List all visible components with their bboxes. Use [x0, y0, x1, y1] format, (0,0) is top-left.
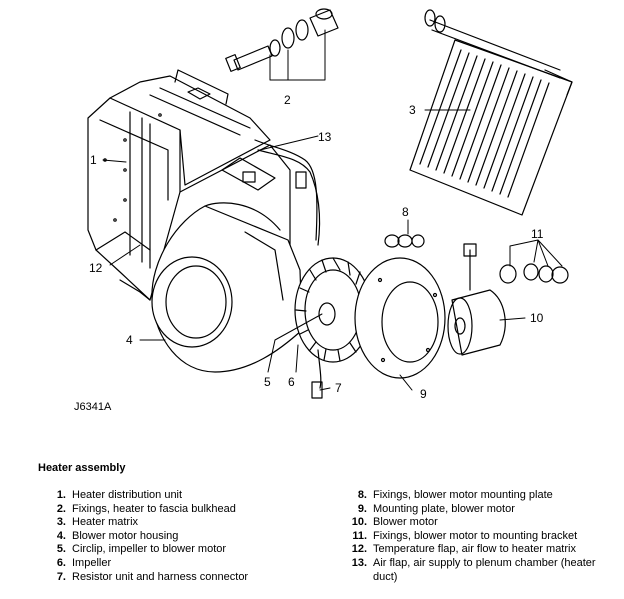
legend-item: 4. Blower motor housing [42, 530, 312, 544]
callout-3: 3 [409, 103, 416, 117]
legend-item-text: Circlip, impeller to blower motor [72, 543, 227, 556]
legend-item: 12. Temperature flap, air flow to heater … [343, 543, 605, 557]
legend-item: 1. Heater distribution unit [42, 489, 312, 503]
legend-item-number: 5. [56, 543, 66, 556]
mounting-plate [354, 257, 446, 379]
legend-item-number: 4. [56, 529, 66, 542]
legend-item-text: Heater matrix [72, 516, 139, 529]
fixings-heater-to-bulkhead [225, 8, 339, 72]
legend-item: 3. Heater matrix [42, 516, 312, 530]
callout-labels: 1 2 3 4 5 6 7 8 9 10 11 12 13 [89, 93, 544, 401]
legend-title: Heater assembly [38, 462, 126, 474]
leader-lines [102, 29, 563, 391]
heater-distribution-unit [87, 69, 291, 301]
callout-7: 7 [335, 381, 342, 395]
legend-item-text: Blower motor [373, 516, 438, 529]
callout-12: 12 [89, 261, 103, 275]
heater-assembly-diagram: 1 2 3 4 5 6 7 8 9 10 11 12 13 [87, 8, 573, 401]
legend-item-text: Air flap, air supply to plenum chamber (… [373, 556, 596, 583]
legend-item: 2. Fixings, heater to fascia bulkhead [42, 503, 312, 517]
heater-matrix [409, 9, 573, 216]
legend-item-number: 2. [56, 502, 66, 515]
blower-motor-housing [151, 202, 303, 373]
legend-item-number: 6. [56, 556, 66, 569]
callout-13: 13 [318, 130, 332, 144]
fixings-mounting-plate [384, 234, 425, 248]
callout-8: 8 [402, 205, 409, 219]
callout-4: 4 [126, 333, 133, 347]
legend-item: 6. Impeller [42, 557, 312, 571]
figure-code: J6341A [74, 401, 112, 413]
legend-item-number: 1. [56, 489, 66, 501]
legend-item-text: Fixings, heater to fascia bulkhead [72, 502, 236, 515]
legend-left-column: 1. Heater distribution unit 2. Fixings, he… [42, 489, 312, 584]
legend-item-number: 10. [351, 516, 367, 529]
legend-item: 8. Fixings, blower motor mounting plate [343, 489, 605, 503]
legend-item-number: 12. [351, 543, 367, 556]
legend-item: 10. Blower motor [343, 516, 605, 530]
legend-right-column: 8. Fixings, blower motor mounting plate 9… [343, 489, 605, 584]
legend-item-number: 8. [357, 489, 367, 501]
callout-9: 9 [420, 387, 427, 401]
callout-1: 1 [90, 153, 97, 167]
legend-item-number: 13. [351, 556, 367, 569]
callout-10: 10 [530, 311, 544, 325]
legend-item: 5. Circlip, impeller to blower motor [42, 543, 312, 557]
legend-item-number: 3. [56, 516, 66, 529]
legend-item-text: Fixings, blower motor mounting plate [373, 489, 553, 501]
fixings-motor-to-bracket [499, 263, 569, 284]
legend-item-text: Temperature flap, air flow to heater mat… [373, 543, 576, 556]
legend-item-text: Fixings, blower motor to mounting bracke… [373, 529, 578, 542]
blower-motor [447, 243, 506, 356]
callout-6: 6 [288, 375, 295, 389]
legend-item-number: 9. [357, 502, 367, 515]
callout-11: 11 [531, 227, 544, 241]
legend-item-text: Resistor unit and harness connector [72, 570, 249, 583]
callout-2: 2 [284, 93, 291, 107]
legend-item: 11. Fixings, blower motor to mounting bra… [343, 530, 605, 544]
legend-item-text: Blower motor housing [72, 529, 179, 542]
legend-item: 13. Air flap, air supply to plenum chambe… [343, 557, 605, 584]
legend-item-text: Impeller [72, 556, 112, 569]
legend-item: 9. Mounting plate, blower motor [343, 503, 605, 517]
callout-5: 5 [264, 375, 271, 389]
legend-item-text: Heater distribution unit [72, 489, 183, 501]
legend-item-number: 11. [352, 529, 367, 542]
legend-item: 7. Resistor unit and harness connector [42, 571, 312, 585]
legend-item-text: Mounting plate, blower motor [373, 502, 515, 515]
legend-item-number: 7. [56, 570, 66, 583]
